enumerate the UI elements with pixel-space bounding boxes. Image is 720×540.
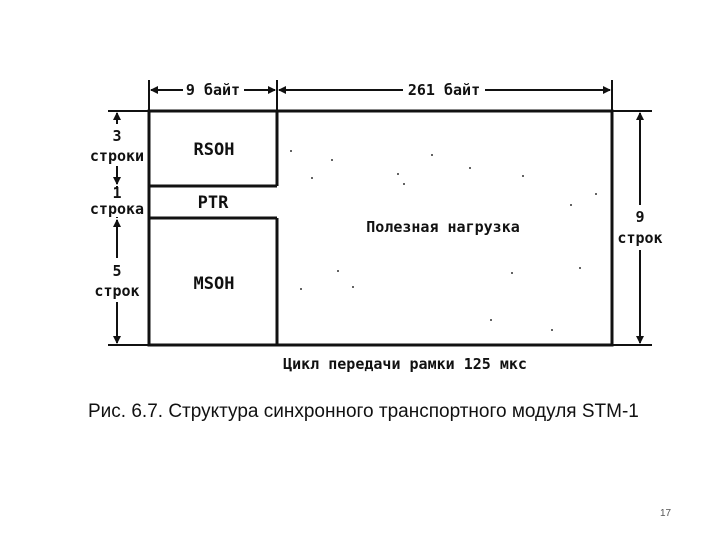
scan-speckles bbox=[290, 150, 597, 331]
rows-9-word: строк bbox=[617, 229, 662, 247]
page-number: 17 bbox=[660, 508, 672, 519]
label-261-bytes: 261 байт bbox=[408, 81, 480, 99]
rows-1-word: строка bbox=[90, 200, 144, 218]
rows-3-number: 3 bbox=[112, 127, 121, 145]
figure-caption: Рис. 6.7. Структура синхронного транспор… bbox=[88, 401, 639, 422]
overhead-boundary bbox=[149, 111, 279, 345]
rows-1-number: 1 bbox=[112, 184, 121, 202]
block-msoh: MSOH bbox=[194, 274, 235, 294]
rows-3-word: строки bbox=[90, 147, 144, 165]
rows-9-number: 9 bbox=[635, 208, 644, 226]
frame-cycle-label: Цикл передачи рамки 125 мкс bbox=[283, 355, 527, 373]
frame-outline bbox=[147, 109, 614, 347]
block-rsoh: RSOH bbox=[194, 140, 235, 160]
label-9-bytes: 9 байт bbox=[186, 81, 240, 99]
rows-5-number: 5 bbox=[112, 262, 121, 280]
payload-label: Полезная нагрузка bbox=[366, 218, 520, 236]
rows-5-word: строк bbox=[94, 282, 139, 300]
block-ptr: PTR bbox=[198, 193, 229, 213]
